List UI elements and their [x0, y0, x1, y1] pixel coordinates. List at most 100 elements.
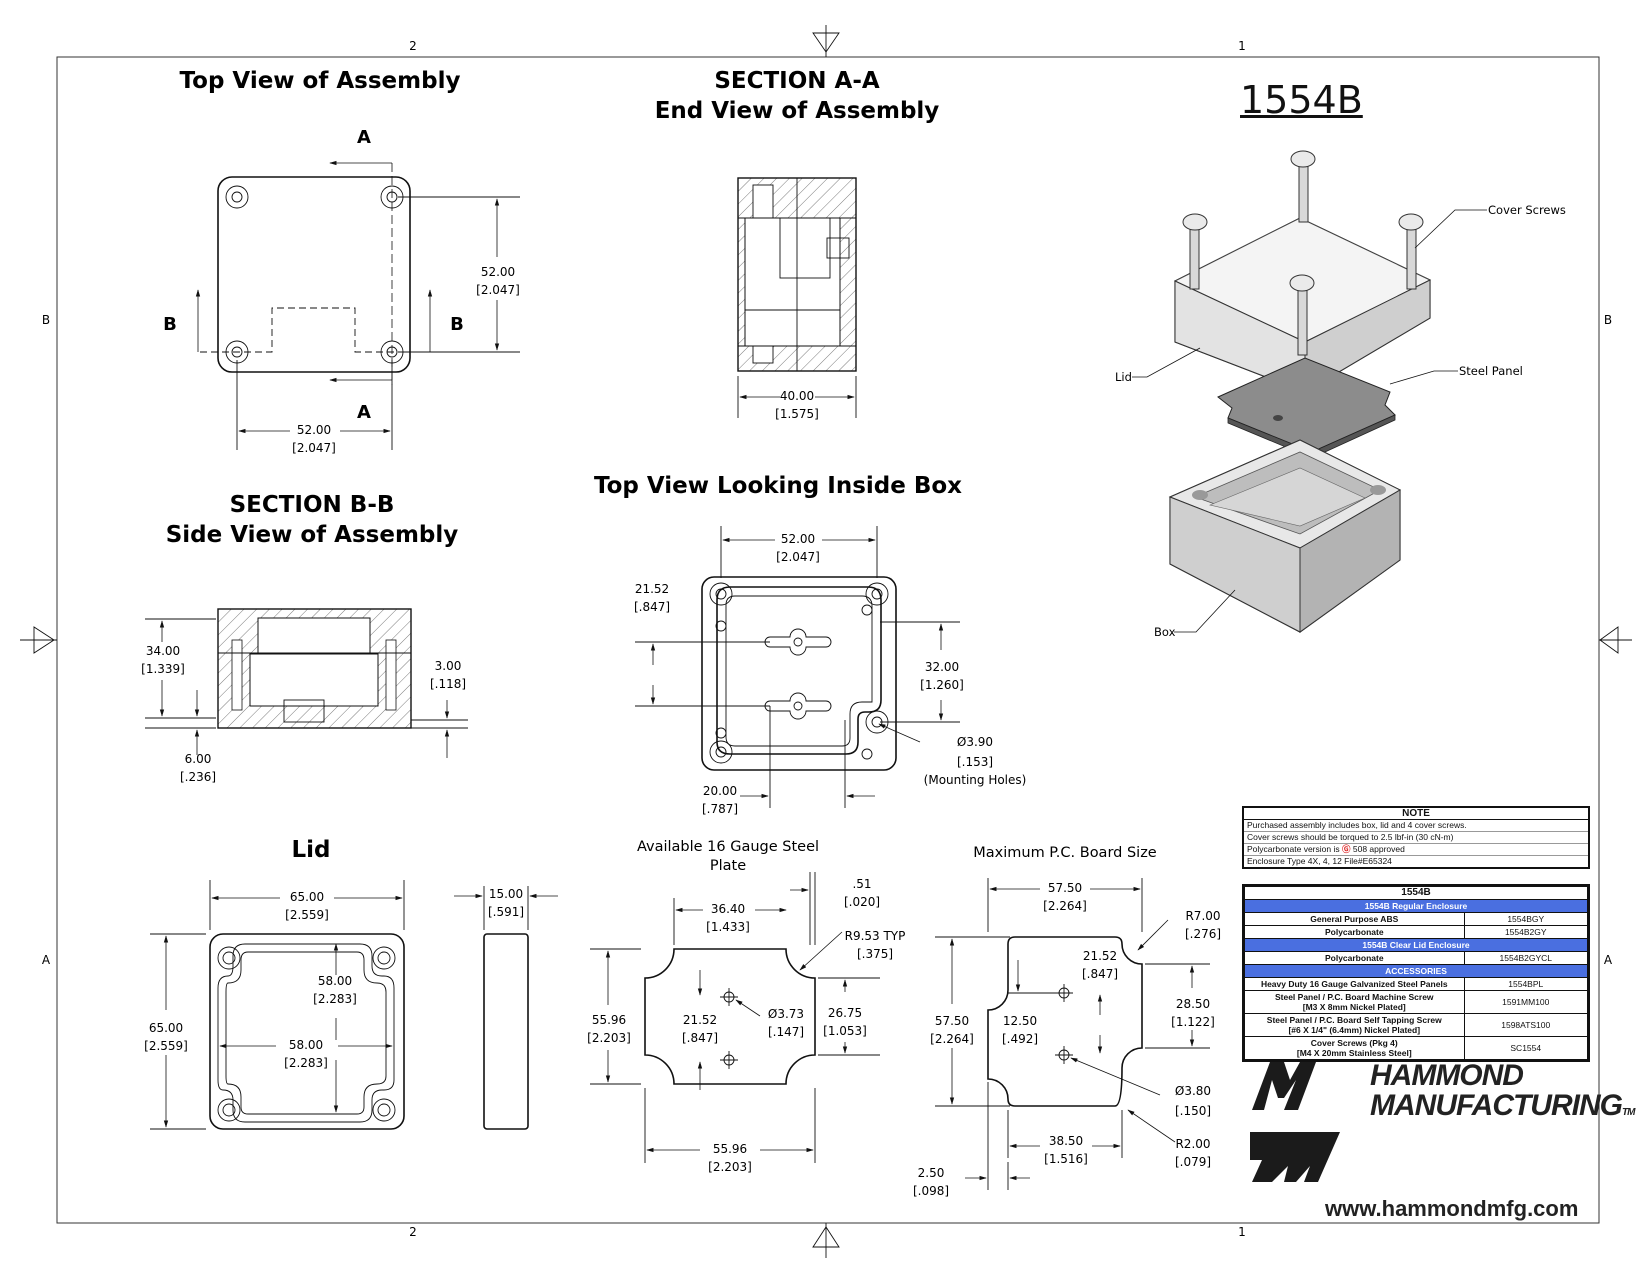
dim-inside-b-in: [.787]: [702, 802, 738, 816]
row-name: General Purpose ABS: [1244, 912, 1465, 926]
dim-plate-s: 26.75: [828, 1006, 862, 1020]
dim-pcb-x: 38.50: [1049, 1134, 1083, 1148]
dim-plate-hole: Ø3.73: [768, 1007, 804, 1021]
dim-inside-hole: Ø3.90: [957, 735, 993, 749]
row-part: 1591MM100: [1463, 990, 1589, 1014]
dim-lid-thickness-in: [.591]: [488, 905, 524, 919]
note-line-3: Polycarbonate version is Ⓖ 508 approved: [1244, 844, 1588, 856]
dim-top-width: 52.00: [297, 423, 331, 437]
row-name-2: [#6 X 1/4" (6.4mm) Nickel Plated]: [1288, 1025, 1421, 1035]
dim-plate-width-in: [2.203]: [708, 1160, 752, 1174]
dim-pcb-y-in: [.492]: [1002, 1032, 1038, 1046]
section-aa-title-1: SECTION A-A: [714, 68, 880, 94]
lid-title: Lid: [291, 837, 330, 863]
plate-title-2: Plate: [710, 858, 746, 874]
row-part: SC1554: [1463, 1036, 1589, 1060]
dim-pcb-y: 12.50: [1003, 1014, 1037, 1028]
dim-plate-c: 21.52: [683, 1013, 717, 1027]
dim-plate-height-in: [2.203]: [587, 1031, 631, 1045]
dim-lid-thickness: 15.00: [489, 887, 523, 901]
ul-mark-icon: Ⓖ: [1341, 844, 1351, 854]
top-view-assembly: Top View of Assembly A A B B 52.00 [2.04…: [163, 68, 520, 455]
dim-lid-inner-x-in: [2.283]: [284, 1056, 328, 1070]
dim-lid-inner-y: 58.00: [318, 974, 352, 988]
dim-plate-height: 55.96: [592, 1013, 626, 1027]
dim-plate-a-in: [1.433]: [706, 920, 750, 934]
note-line-1: Purchased assembly includes box, lid and…: [1244, 820, 1588, 832]
section-bb-title-2: Side View of Assembly: [166, 522, 459, 548]
dim-plate-thickness-in: [.020]: [844, 895, 880, 909]
section-letter-a-bottom: A: [357, 402, 371, 423]
note-line-2: Cover screws should be torqued to 2.5 lb…: [1244, 832, 1588, 844]
dim-pcb-height-in: [2.264]: [930, 1032, 974, 1046]
dim-inside-b: 20.00: [703, 784, 737, 798]
note-title: NOTE: [1244, 808, 1588, 820]
table-row: Cover Screws (Pkg 4)[M4 X 20mm Stainless…: [1244, 1036, 1589, 1060]
row-name: Steel Panel / P.C. Board Machine Screw[M…: [1244, 990, 1465, 1014]
dim-top-height-in: [2.047]: [476, 283, 520, 297]
brand-line-1: HAMMOND: [1370, 1059, 1524, 1092]
website-link[interactable]: www.hammondmfg.com: [1325, 1196, 1579, 1221]
dim-plate-a: 36.40: [711, 902, 745, 916]
zone-label-right-a: A: [1604, 953, 1613, 967]
callout-cover-screws: Cover Screws: [1488, 203, 1566, 217]
dim-inside-width-in: [2.047]: [776, 550, 820, 564]
part-number-title: 1554B: [1240, 78, 1363, 122]
callout-steel-panel: Steel Panel: [1459, 364, 1523, 378]
iso-box: [1168, 439, 1402, 633]
pcb-view: Maximum P.C. Board Size 57.50 [2.264] R7…: [913, 845, 1221, 1198]
dim-pcb-c: 21.52: [1083, 949, 1117, 963]
brand-tm: TM: [1621, 1107, 1635, 1118]
ordering-section-accessories: ACCESSORIES: [1244, 964, 1588, 978]
row-name-1: Cover Screws (Pkg 4): [1310, 1038, 1398, 1048]
dim-pcb-radius-in: [.276]: [1185, 927, 1221, 941]
plate-title-1: Available 16 Gauge Steel: [637, 839, 819, 855]
dim-lid-inner-x: 58.00: [289, 1038, 323, 1052]
section-letter-b-left: B: [163, 314, 177, 335]
dim-pcb-offset: 2.50: [918, 1166, 945, 1180]
dim-plate-c-in: [.847]: [682, 1031, 718, 1045]
dim-bb-top-in: [.118]: [430, 677, 466, 691]
dim-lid-inner-y-in: [2.283]: [313, 992, 357, 1006]
dim-pcb-width: 57.50: [1048, 881, 1082, 895]
section-b-b: SECTION B-B Side View of Assembly 34.00 …: [141, 492, 468, 784]
iso-steel-panel: [1217, 357, 1396, 459]
table-row: Steel Panel / P.C. Board Self Tapping Sc…: [1244, 1013, 1589, 1037]
dim-pcb-radius: R7.00: [1185, 909, 1220, 923]
row-name: Polycarbonate: [1244, 951, 1465, 965]
ordering-header: 1554B: [1244, 886, 1588, 900]
row-name-2: [M3 X 8mm Nickel Plated]: [1302, 1002, 1406, 1012]
note-box: NOTE Purchased assembly includes box, li…: [1242, 806, 1590, 869]
dim-inside-width: 52.00: [781, 532, 815, 546]
zone-label-top-1: 1: [1238, 39, 1246, 53]
dim-inside-hole-in: [.153]: [957, 755, 993, 769]
zone-label-bottom-2: 2: [409, 1225, 417, 1239]
dim-pcb-hole-in: [.150]: [1175, 1104, 1211, 1118]
row-name-1: Steel Panel / P.C. Board Self Tapping Sc…: [1266, 1015, 1442, 1025]
table-row: Heavy Duty 16 Gauge Galvanized Steel Pan…: [1244, 977, 1589, 991]
dim-lid-width-in: [2.559]: [285, 908, 329, 922]
section-a-a: SECTION A-A End View of Assembly 40.00 […: [655, 68, 940, 421]
dim-top-width-in: [2.047]: [292, 441, 336, 455]
note-line-3a: Polycarbonate version is: [1247, 844, 1340, 854]
brand-name: HAMMOND MANUFACTURINGTM: [1370, 1059, 1635, 1128]
section-aa-title-2: End View of Assembly: [655, 98, 940, 124]
row-name: Steel Panel / P.C. Board Self Tapping Sc…: [1244, 1013, 1465, 1037]
dim-top-height: 52.00: [481, 265, 515, 279]
dim-pcb-s: 28.50: [1176, 997, 1210, 1011]
dim-pcb-height: 57.50: [935, 1014, 969, 1028]
zone-label-right-b: B: [1604, 313, 1612, 327]
section-letter-b-right: B: [450, 314, 464, 335]
pcb-title: Maximum P.C. Board Size: [973, 845, 1157, 861]
dim-plate-radius: R9.53 TYP: [845, 929, 906, 943]
dim-pcb-hole: Ø3.80: [1175, 1084, 1211, 1098]
note-line-3b: 508 approved: [1352, 844, 1405, 854]
row-part: 1598ATS100: [1463, 1013, 1589, 1037]
hammond-logo: [1250, 1062, 1340, 1182]
dim-bb-bottom-in: [.236]: [180, 770, 216, 784]
table-row: Steel Panel / P.C. Board Machine Screw[M…: [1244, 990, 1589, 1014]
row-part: 1554B2GY: [1463, 925, 1589, 939]
